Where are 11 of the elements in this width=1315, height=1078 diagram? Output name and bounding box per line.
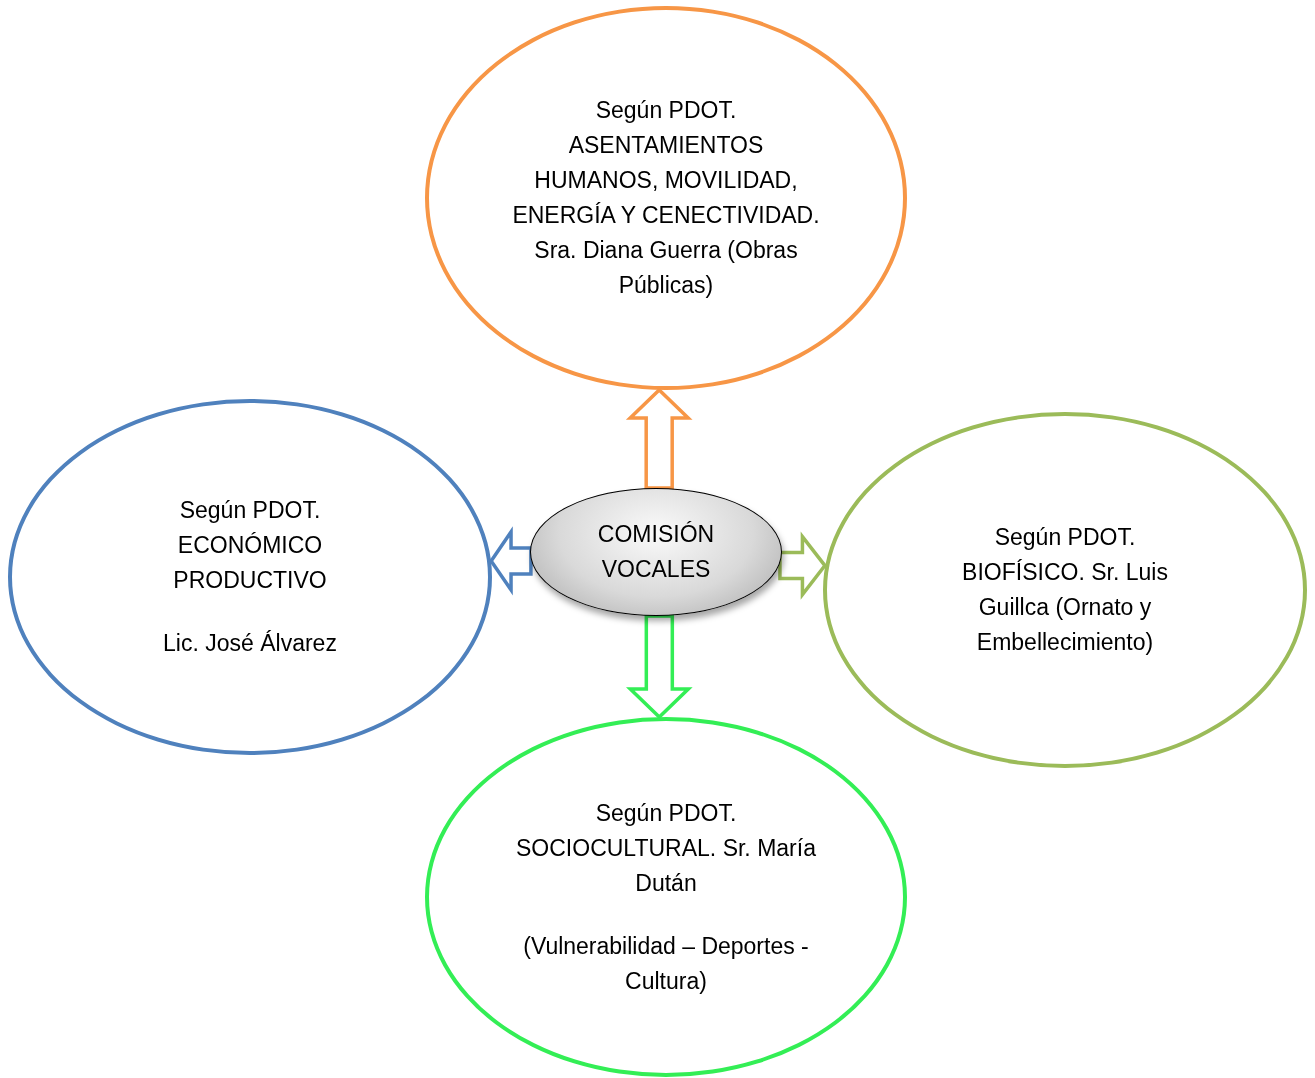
block-arrow (626, 614, 693, 720)
block-arrow (489, 526, 533, 596)
block-arrow (778, 531, 828, 600)
node-text: COMISIÓN VOCALES (596, 520, 716, 584)
block-arrow (625, 387, 693, 490)
node-text: Según PDOT. BIOFÍSICO. Sr. Luis Guillca (Ornato y Embellecimiento) (961, 523, 1169, 657)
node-text: Lic. José Álvarez (162, 629, 338, 658)
node-text: Según PDOT. ECONÓMICO PRODUCTIVO (172, 496, 328, 595)
node-text: (Vulnerabilidad – Deportes - Cultura) (522, 931, 810, 996)
node-text: Según PDOT. ASENTAMIENTOS HUMANOS, MOVILIDAD, ENERGÍA Y CENECTIVIDAD. Sra. Diana Guerra (Obras Públicas) (511, 96, 821, 300)
node-text: Según PDOT. SOCIOCULTURAL. Sr. María Dután (516, 798, 816, 898)
